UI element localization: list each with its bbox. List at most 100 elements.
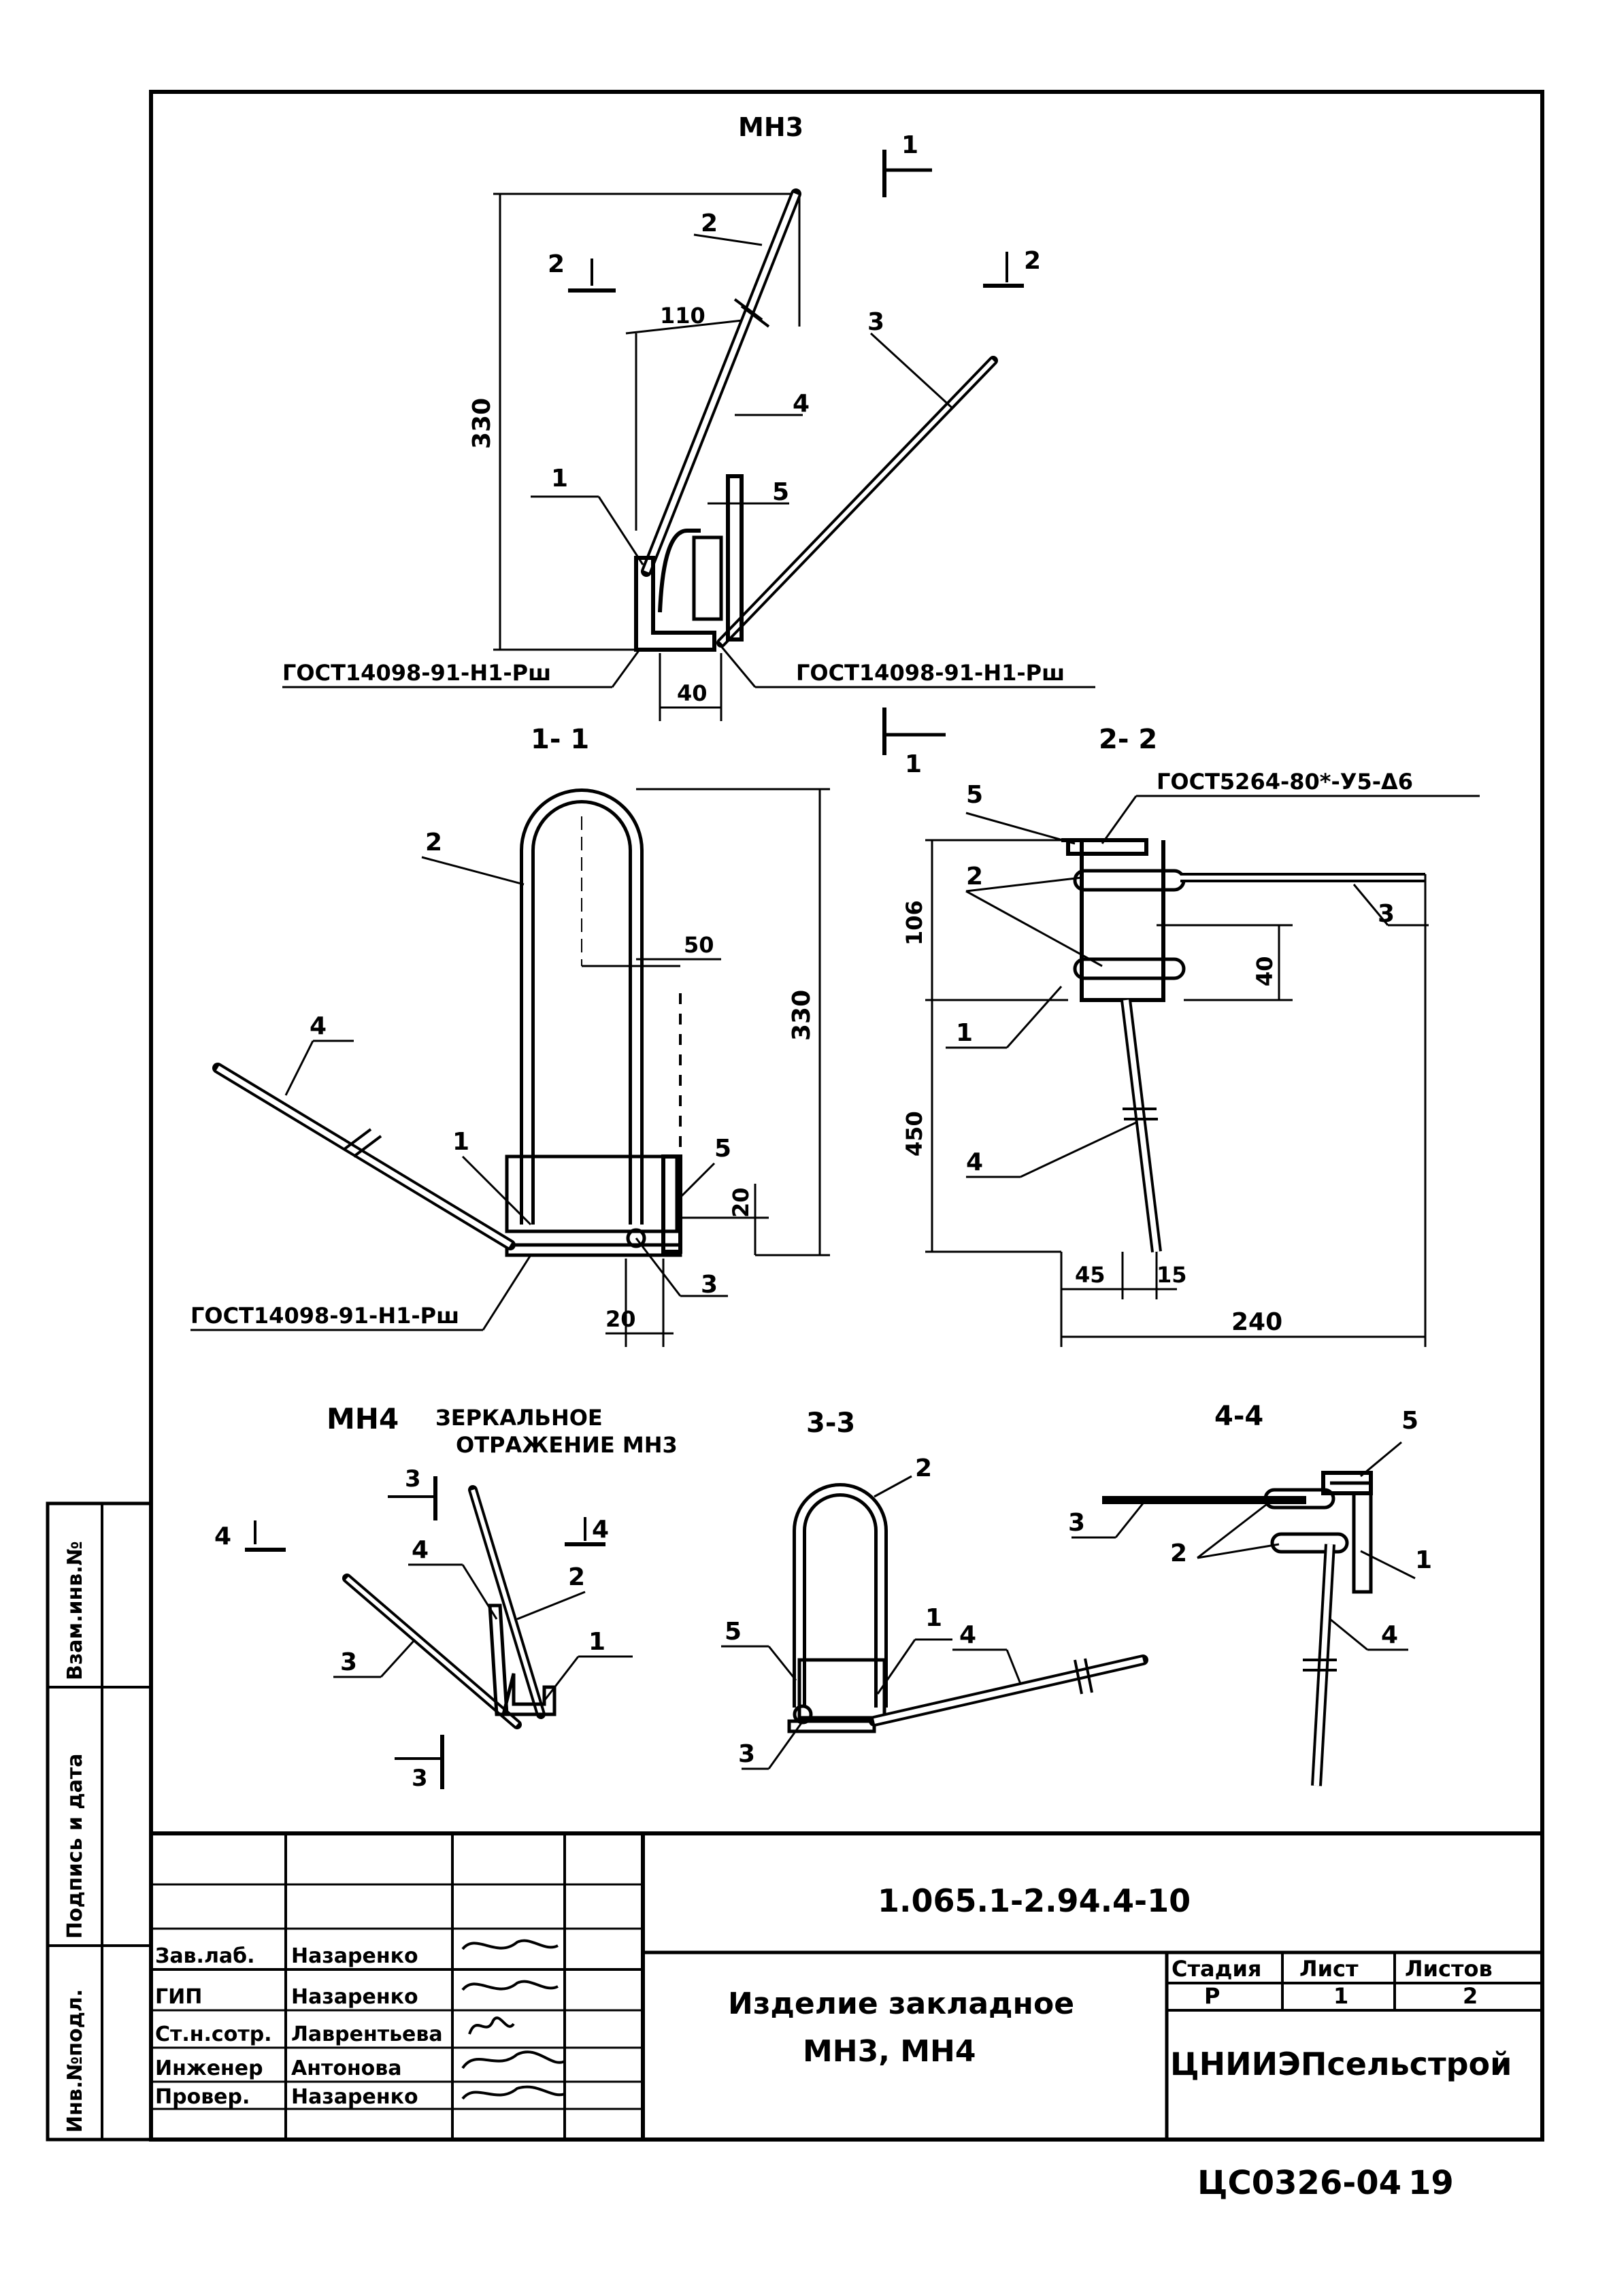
s11-callout-3: 3 xyxy=(701,1271,718,1299)
cut-mark-2-left: 2 xyxy=(548,250,616,293)
s44-callout-1: 1 xyxy=(1415,1546,1432,1574)
side-stamp: Взам.инв.№ Подпись и дата Инв.№подл. xyxy=(46,1501,153,2142)
s44-leader-1 xyxy=(1360,1550,1416,1580)
mh4-callout-1: 1 xyxy=(588,1628,605,1656)
s11-dim-20-horizontal: 20 xyxy=(605,1306,636,1332)
s33-leader-2 xyxy=(874,1475,912,1498)
s44-leader-2b xyxy=(1197,1543,1280,1559)
sheet-header: Лист xyxy=(1299,1956,1359,1982)
mh4-leader-1 xyxy=(543,1656,580,1701)
role-0: Зав.лаб. xyxy=(155,1944,255,1968)
side-stamp-original-inv: Инв.№подл. xyxy=(63,1989,87,2133)
s11-callout-1: 1 xyxy=(452,1128,469,1156)
sheet-value: 1 xyxy=(1333,1983,1348,2009)
mh3-weld-left: ГОСТ14098-91-Н1-Рш xyxy=(282,660,551,686)
s44-bar-2-lower xyxy=(1270,1532,1349,1554)
s22-bar-2-lower xyxy=(1073,957,1186,980)
mh3-callout-5: 5 xyxy=(772,478,789,506)
s22-callout-5: 5 xyxy=(966,781,983,809)
mh4-cut-3-bottom-label: 3 xyxy=(412,1765,428,1792)
s44-callout-4: 4 xyxy=(1381,1621,1398,1649)
s22-callout-3: 3 xyxy=(1378,900,1395,928)
sheets-header: Листов xyxy=(1405,1956,1493,1982)
cut-mark-2-right: 2 xyxy=(983,247,1041,288)
mh4-cut-4-left-label: 4 xyxy=(214,1523,231,1550)
mh4-cut-4-right-label: 4 xyxy=(592,1516,609,1544)
s33-leader-1 xyxy=(876,1639,916,1695)
s44-callout-5: 5 xyxy=(1401,1407,1418,1435)
mh4-subtitle-line1: ЗЕРКАЛЬНОЕ xyxy=(435,1405,603,1431)
s33-callout-2: 2 xyxy=(915,1454,932,1482)
s44-leader-2a xyxy=(1197,1499,1273,1559)
cut-1-bottom-label: 1 xyxy=(905,750,922,778)
role-2: Ст.н.сотр. xyxy=(155,2023,272,2046)
section-4-4: 4-4 5 3 2 1 4 xyxy=(1068,1401,1432,1786)
s22-clip-5 xyxy=(1066,838,1148,856)
mh3-clip-5 xyxy=(692,535,723,621)
mh3-weld-right: ГОСТ14098-91-Н1-Рш xyxy=(796,660,1065,686)
s33-callout-1: 1 xyxy=(925,1604,942,1632)
stage-value: Р xyxy=(1204,1983,1220,2009)
s44-bar-2-upper xyxy=(1263,1488,1335,1510)
section-3-3-title: 3-3 xyxy=(806,1408,855,1439)
side-stamp-signature-date: Подпись и дата xyxy=(63,1754,87,1939)
organization: ЦНИИЭПсельстрой xyxy=(1170,2046,1512,2082)
role-3: Инженер xyxy=(155,2057,263,2080)
s22-dim-450: 450 xyxy=(901,1111,927,1157)
s33-callout-3: 3 xyxy=(738,1740,755,1768)
s22-dim-15: 15 xyxy=(1157,1262,1187,1288)
mh3-title: МН3 xyxy=(738,112,803,142)
mh4-callout-3: 3 xyxy=(340,1648,357,1676)
section-1-1: 1- 1 2 50 330 1 5 4 3 xyxy=(190,724,830,1347)
stage-header: Стадия xyxy=(1172,1956,1261,1982)
s11-callout-2: 2 xyxy=(425,829,442,856)
role-4: Провер. xyxy=(155,2085,250,2109)
s22-callout-1: 1 xyxy=(956,1019,973,1047)
name-2: Лаврентьева xyxy=(291,2023,443,2046)
mh4-subtitle-line2: ОТРАЖЕНИЕ МН3 xyxy=(456,1432,678,1458)
s22-dim-45: 45 xyxy=(1075,1262,1106,1288)
s33-bar-2-loop xyxy=(793,1483,888,1708)
mh3-callout-4: 4 xyxy=(793,390,810,418)
cut-2-right-label: 2 xyxy=(1024,247,1041,275)
s44-callout-3: 3 xyxy=(1068,1509,1085,1537)
mh3-dim-40: 40 xyxy=(677,680,708,706)
s11-callout-4: 4 xyxy=(310,1012,327,1040)
cut-mark-1-top: 1 xyxy=(882,131,932,197)
mh3-leader-2 xyxy=(693,233,763,246)
s44-leader-5 xyxy=(1360,1441,1402,1478)
s11-leader-5 xyxy=(679,1162,716,1199)
mh4-callout-2: 2 xyxy=(568,1563,585,1591)
view-mh3: МН3 1 1 2 2 330 110 xyxy=(282,112,1095,778)
s22-weld: ГОСТ5264-80*-У5-Δ6 xyxy=(1157,769,1413,795)
s11-angle-1 xyxy=(505,1154,679,1233)
section-2-2: 2- 2 ГОСТ5264-80*-У5-Δ6 5 1 2 3 4 xyxy=(901,724,1480,1347)
signatures xyxy=(461,1939,565,2100)
name-1: Назаренко xyxy=(291,1985,418,2009)
mh4-leader-2 xyxy=(516,1591,586,1620)
s11-leader-2 xyxy=(421,856,525,886)
name-3: Антонова xyxy=(291,2057,402,2080)
mh4-angle-1 xyxy=(501,1673,557,1716)
s33-callout-4: 4 xyxy=(959,1621,976,1649)
name-0: Назаренко xyxy=(291,1944,418,1968)
mh3-callout-3: 3 xyxy=(867,308,884,336)
s11-dim-330: 330 xyxy=(788,990,816,1041)
name-4: Назаренко xyxy=(291,2085,418,2109)
section-2-2-title: 2- 2 xyxy=(1099,724,1157,755)
cut-2-left-label: 2 xyxy=(548,250,565,278)
s44-leader-4 xyxy=(1329,1618,1368,1651)
s22-callout-4: 4 xyxy=(966,1148,983,1176)
s22-angle-1 xyxy=(1061,838,1165,1002)
mh3-callout-1: 1 xyxy=(551,465,568,493)
s11-leader-1 xyxy=(461,1155,532,1226)
mh3-angle-1 xyxy=(634,556,716,652)
title-block: 1.065.1-2.94.4-10 Зав.лаб. Назаренко ГИП… xyxy=(149,1831,1544,2142)
s22-dim-240: 240 xyxy=(1231,1308,1282,1336)
s22-leader-5 xyxy=(965,812,1076,845)
mh4-cut-3-top: 3 xyxy=(388,1465,437,1520)
s22-leader-2b xyxy=(965,890,1103,967)
s33-angle-1 xyxy=(797,1658,886,1720)
s44-angle-1 xyxy=(1330,1481,1373,1594)
